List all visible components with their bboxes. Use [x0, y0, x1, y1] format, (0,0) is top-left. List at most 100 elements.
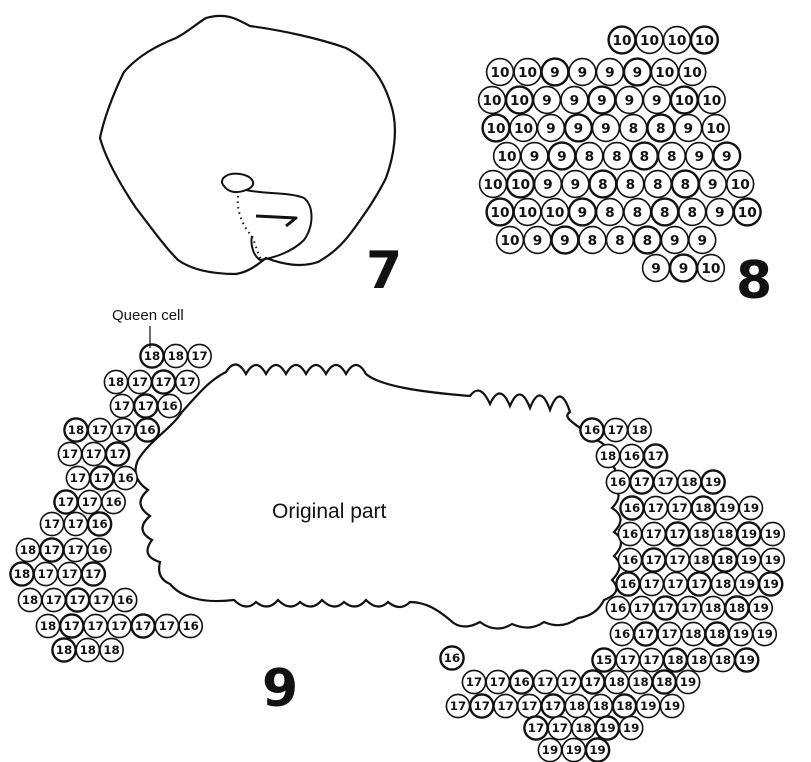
- fig9-right-cell: 17: [688, 572, 711, 595]
- fig9-bottom-cell: 17: [534, 670, 557, 693]
- fig8-cell-number: 9: [601, 121, 611, 137]
- fig9-bottom-cell: 17: [518, 694, 541, 717]
- fig8-cell-number: 9: [557, 149, 567, 165]
- fig9-bottom-cell-number: 16: [444, 651, 460, 665]
- fig9-left-cell-number: 18: [40, 619, 56, 633]
- fig9-right-cell: 17: [644, 444, 667, 467]
- fig9-right-cell: 16: [606, 596, 629, 619]
- fig9-right-cell: 19: [753, 622, 776, 645]
- fig8-cell: 9: [569, 199, 596, 226]
- fig9-right-cell: 16: [606, 470, 629, 493]
- fig9-bottom-cell: 19: [596, 716, 619, 739]
- fig9-right-cell-number: 17: [634, 475, 650, 489]
- fig9-right-cell-number: 17: [691, 577, 707, 591]
- fig8-cell-number: 9: [670, 233, 680, 249]
- fig8-cell: 10: [487, 199, 514, 226]
- fig8-cell: 9: [552, 227, 579, 254]
- fig8-cell-number: 8: [667, 149, 677, 165]
- fig9-right-cell: 18: [712, 572, 735, 595]
- fig9-right-cell: 17: [658, 622, 681, 645]
- fig8-cell: 10: [514, 59, 541, 86]
- fig8-cell: 8: [679, 199, 706, 226]
- fig8-cell-number: 8: [681, 177, 691, 193]
- fig8-cell: 8: [634, 227, 661, 254]
- fig7-label: 7: [366, 241, 402, 301]
- fig9-left-cell-number: 18: [103, 643, 119, 657]
- fig8-cell: 8: [624, 199, 651, 226]
- fig9-right-cell-number: 16: [622, 527, 638, 541]
- fig8-cell-number: 8: [626, 177, 636, 193]
- fig8-cell: 10: [483, 115, 510, 142]
- fig9-bottom-cell: 18: [613, 694, 636, 717]
- fig9-right-cell-number: 19: [764, 527, 780, 541]
- fig7-outline-drawing: 7: [100, 16, 402, 301]
- fig9-left-cell-number: 17: [159, 619, 175, 633]
- fig7-dotted-boundary: [238, 196, 262, 262]
- fig9-bottom-cell-number: 17: [466, 675, 482, 689]
- fig9-right-cell: 17: [644, 496, 667, 519]
- fig9-left-cell-number: 17: [67, 543, 83, 557]
- fig9-bottom-cell-number: 17: [497, 699, 513, 713]
- fig8-cell: 10: [698, 87, 725, 114]
- fig8-cell-number: 8: [660, 205, 670, 221]
- fig9-right-cell: 17: [640, 648, 663, 671]
- fig8-cell-number: 10: [483, 177, 502, 193]
- fig9-left-cell-number: 18: [144, 349, 160, 363]
- fig9-left-cell: 16: [88, 512, 111, 535]
- fig9-right-cell-number: 17: [661, 627, 677, 641]
- fig8-cell: 9: [643, 87, 670, 114]
- fig9-bottom-cell: 19: [562, 738, 585, 761]
- fig8-cell-number: 10: [731, 177, 750, 193]
- fig9-bottom-cell: 19: [676, 670, 699, 693]
- fig9-bottom-cell-number: 18: [592, 699, 608, 713]
- fig9-right-cell-number: 18: [729, 601, 745, 615]
- fig8-cell: 9: [588, 87, 615, 114]
- fig9-left-cell-number: 17: [155, 375, 171, 389]
- fig9-right-cell-number: 15: [596, 653, 612, 667]
- fig8-cell: 8: [603, 143, 630, 170]
- fig8-cell-number: 9: [698, 233, 708, 249]
- fig9-left-cell: 17: [66, 588, 89, 611]
- fig9-left-cell-number: 17: [115, 423, 131, 437]
- fig9-right-cell-number: 19: [762, 577, 778, 591]
- fig9-bottom-cell: 18: [605, 670, 628, 693]
- fig8-cell: 9: [713, 143, 740, 170]
- fig9-right-cell: 19: [759, 572, 782, 595]
- fig8-cell-number: 10: [518, 205, 537, 221]
- fig9-left-cell-number: 17: [92, 423, 108, 437]
- fig8-cell-number: 9: [578, 65, 588, 81]
- fig7-inner-region: [246, 190, 312, 260]
- fig8-cell: 8: [672, 171, 699, 198]
- fig8-cell: 10: [514, 199, 541, 226]
- fig9-bottom-cell: 18: [589, 694, 612, 717]
- fig9-left-cell-number: 17: [69, 593, 85, 607]
- fig8-cell: 9: [565, 115, 592, 142]
- fig9-bottom-cell-number: 16: [513, 675, 529, 689]
- fig8-cell: 10: [679, 59, 706, 86]
- fig9-bottom-cell: 19: [620, 716, 643, 739]
- fig9-right-cell: 17: [654, 596, 677, 619]
- fig9-left-cell: 16: [179, 614, 202, 637]
- fig9-right-cell-number: 17: [648, 501, 664, 515]
- fig9-left-cell: 17: [58, 442, 81, 465]
- fig9-bottom-cell-number: 19: [566, 743, 582, 757]
- fig9-left-cell: 17: [40, 512, 63, 535]
- fig9-right-cell-number: 17: [644, 577, 660, 591]
- fig8-cell: 10: [671, 87, 698, 114]
- fig9-left-cell: 17: [66, 466, 89, 489]
- fig9-left-cell-number: 16: [139, 423, 155, 437]
- fig9-left-cell: 17: [34, 562, 57, 585]
- fig8-cell: 10: [494, 143, 521, 170]
- fig9-left-cell-number: 17: [46, 593, 62, 607]
- fig9-left-cell: 17: [152, 370, 175, 393]
- fig9-right-cell: 18: [596, 444, 619, 467]
- fig9-right-cell-number: 18: [717, 553, 733, 567]
- fig8-cell-number: 9: [684, 121, 694, 137]
- fig8-cell-number: 8: [633, 205, 643, 221]
- fig9-right-cell-number: 17: [647, 449, 663, 463]
- fig8-cell: 8: [658, 143, 685, 170]
- fig8-cell-number: 10: [683, 65, 702, 81]
- fig8-cell-number: 9: [625, 93, 635, 109]
- fig9-right-cell-number: 17: [681, 601, 697, 615]
